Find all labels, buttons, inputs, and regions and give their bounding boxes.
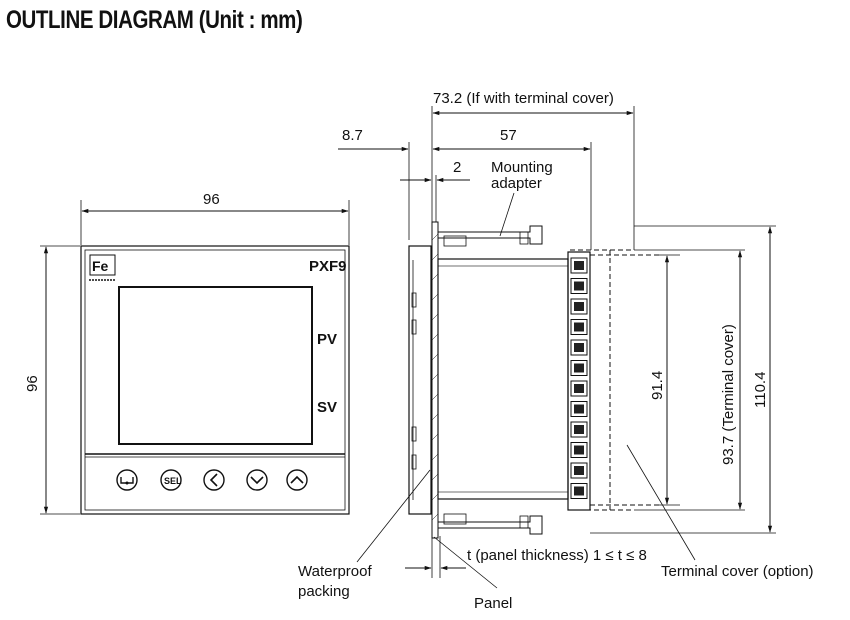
terminal-screw <box>570 462 588 479</box>
model-label: PXF9 <box>309 258 347 275</box>
mounting-adapter-label-1: Mounting <box>491 159 553 176</box>
terminal-screw-head <box>574 343 584 352</box>
sv-label: SV <box>317 399 337 416</box>
terminal-screw <box>570 380 588 397</box>
mounting-adapter-label-2: adapter <box>491 175 542 192</box>
terminal-screw <box>570 442 588 458</box>
terminal-screw-head <box>574 445 584 455</box>
front-height-label: 96 <box>24 375 41 392</box>
depth-label: 57 <box>500 127 517 144</box>
svg-text:Fe: Fe <box>92 258 109 274</box>
terminal-screw-head <box>574 302 584 311</box>
terminal-cover-outline <box>570 249 660 511</box>
mounting-adapter-top <box>437 225 543 247</box>
fuji-logo: Fe <box>89 254 116 281</box>
front-bezel <box>80 245 350 515</box>
terminal-screw <box>570 421 588 438</box>
bezel-depth-label: 8.7 <box>342 127 363 144</box>
total-depth-label: 73.2 (If with terminal cover) <box>433 90 614 107</box>
mounting-adapter-bottom <box>437 513 543 535</box>
up-arrow-button[interactable] <box>286 469 308 491</box>
waterproof-label-1: Waterproof <box>298 563 372 580</box>
svg-text:SEL: SEL <box>164 476 182 486</box>
cover-height-label: 93.7 (Terminal cover) <box>720 324 737 465</box>
terminal-screw-head <box>574 404 584 414</box>
terminal-screw <box>570 360 588 376</box>
sel-button[interactable]: SEL <box>160 469 182 491</box>
side-view: 73.2 (If with terminal cover) 57 8.7 2 M… <box>298 90 814 612</box>
terminal-screw-head <box>574 322 584 332</box>
terminal-screw <box>570 257 588 274</box>
terminal-screw-head <box>574 384 584 393</box>
adapter-gap-label: 2 <box>453 159 461 176</box>
front-view: 96 96 Fe PXF9 PV SV SEL <box>24 191 350 515</box>
mode-button[interactable] <box>116 469 138 491</box>
terminal-screw <box>570 339 588 356</box>
panel-section <box>431 221 439 539</box>
terminal-cover-label: Terminal cover (option) <box>661 563 814 580</box>
height-91-label: 91.4 <box>649 371 666 400</box>
terminal-screw-head <box>574 363 584 373</box>
terminal-screw <box>570 401 588 417</box>
terminal-screw-head <box>574 281 584 291</box>
side-bezel <box>408 245 432 515</box>
display-window <box>118 286 313 445</box>
terminal-block <box>567 251 591 511</box>
front-width-label: 96 <box>203 191 220 208</box>
case-body <box>437 258 569 500</box>
waterproof-label-2: packing <box>298 583 350 600</box>
down-arrow-button[interactable] <box>246 469 268 491</box>
terminal-screw-head <box>574 486 584 496</box>
terminal-screw-head <box>574 466 584 475</box>
overall-height-label: 110.4 <box>752 372 769 408</box>
terminal-screw <box>570 278 588 294</box>
left-arrow-button[interactable] <box>203 469 225 491</box>
panel-thickness-label: t (panel thickness) 1 ≤ t ≤ 8 <box>467 547 647 564</box>
terminal-screw <box>570 483 588 499</box>
panel-label: Panel <box>474 595 512 612</box>
pv-label: PV <box>317 331 337 348</box>
diagram-title: OUTLINE DIAGRAM (Unit : mm) <box>6 6 303 34</box>
terminal-screw <box>570 298 588 315</box>
terminal-screw-head <box>574 425 584 434</box>
terminal-screw <box>570 319 588 335</box>
terminal-screw-head <box>574 261 584 270</box>
